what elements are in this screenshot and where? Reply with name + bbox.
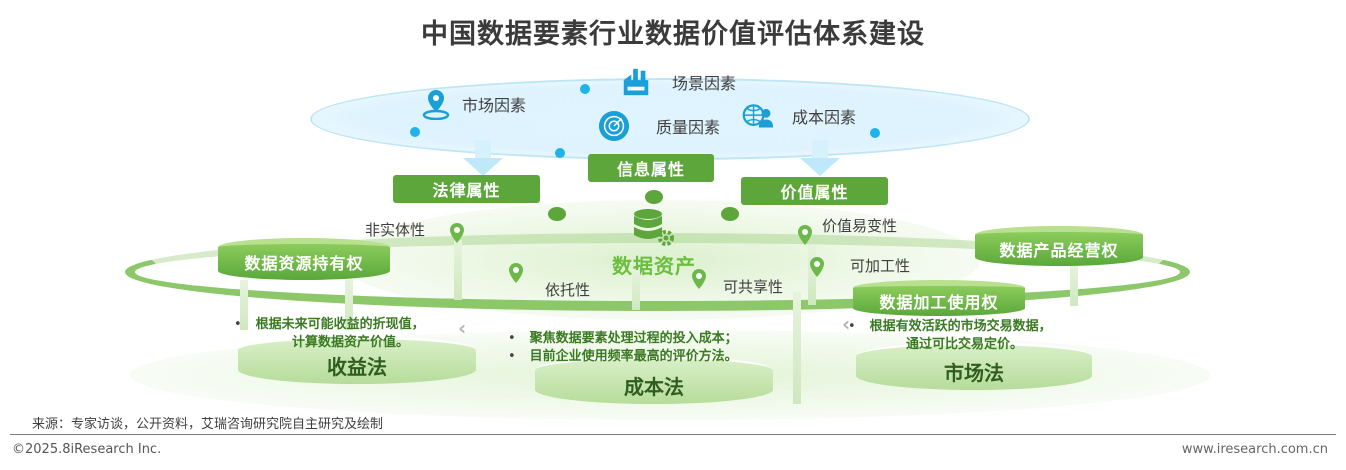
connector-dot bbox=[548, 207, 566, 221]
map-pin-icon bbox=[448, 222, 466, 244]
pillar bbox=[240, 280, 248, 330]
method-label: 成本法 bbox=[624, 375, 684, 399]
globe-person-icon bbox=[742, 100, 774, 132]
copyright: ©2025.8iResearch Inc. bbox=[12, 442, 162, 457]
database-gear-icon bbox=[632, 208, 676, 252]
location-pin-icon bbox=[420, 88, 452, 120]
method-income-desc: •根据未来可能收益的折现值， 计算数据资产价值。 bbox=[234, 317, 425, 350]
pillar bbox=[808, 245, 816, 305]
attribute-information: 信息属性 bbox=[588, 154, 714, 182]
factor-market: 市场因素 bbox=[420, 88, 526, 120]
pillar bbox=[793, 292, 801, 404]
property-label: 价值易变性 bbox=[822, 217, 898, 235]
property-label: 非实体性 bbox=[365, 221, 426, 239]
map-pin-icon bbox=[507, 262, 525, 284]
pillar bbox=[345, 280, 353, 330]
factory-icon bbox=[620, 66, 652, 98]
ring-dot bbox=[580, 84, 590, 94]
method-income: 收益法 bbox=[238, 336, 476, 384]
chevron-left-icon: ‹ bbox=[458, 316, 467, 340]
source-note: 来源：专家访谈，公开资料，艾瑞咨询研究院自主研究及绘制 bbox=[32, 417, 384, 432]
method-market: 市场法 bbox=[856, 342, 1092, 390]
method-label: 收益法 bbox=[327, 355, 387, 379]
factor-cost: 成本因素 bbox=[742, 100, 856, 132]
ring-dot bbox=[410, 127, 420, 137]
arrow-down-icon bbox=[463, 140, 503, 176]
attribute-legal: 法律属性 bbox=[393, 175, 540, 203]
arrow-down-icon bbox=[800, 140, 840, 176]
right-product-operation: 数据产品经营权 bbox=[975, 226, 1143, 266]
ring-dot bbox=[555, 148, 565, 158]
map-pin-icon bbox=[690, 268, 708, 290]
map-pin-icon bbox=[808, 256, 826, 278]
factor-scene: 场景因素 bbox=[620, 66, 736, 98]
connector-dot bbox=[721, 207, 739, 221]
property-label: 可共享性 bbox=[723, 278, 784, 296]
method-cost: 成本法 bbox=[535, 356, 773, 404]
factor-quality: 质量因素 bbox=[598, 110, 720, 142]
property-label: 可加工性 bbox=[850, 257, 911, 275]
pillar bbox=[632, 270, 640, 310]
footer-divider bbox=[10, 434, 1336, 435]
property-ring bbox=[125, 233, 1190, 311]
property-label: 依托性 bbox=[545, 281, 591, 299]
core-label: 数据资产 bbox=[612, 254, 696, 278]
right-resource-holding: 数据资源持有权 bbox=[218, 238, 390, 280]
right-processing-use: 数据加工使用权 bbox=[853, 280, 1025, 316]
pillar bbox=[454, 240, 462, 300]
page-title: 中国数据要素行业数据价值评估体系建设 bbox=[421, 19, 925, 50]
method-label: 市场法 bbox=[944, 361, 1004, 385]
ring-dot bbox=[870, 128, 880, 138]
method-market-desc: •根据有效活跃的市场交易数据， 通过可比交易定价。 bbox=[848, 319, 1052, 352]
map-pin-icon bbox=[796, 224, 814, 246]
connector-dot bbox=[645, 190, 663, 204]
chevron-left-icon: ‹ bbox=[842, 312, 851, 336]
radar-icon bbox=[598, 110, 630, 142]
method-cost-desc: •聚焦数据要素处理过程的投入成本； •目前企业使用频率最高的评价方法。 bbox=[508, 331, 738, 364]
website-link[interactable]: www.iresearch.com.cn bbox=[1181, 442, 1328, 457]
attribute-value: 价值属性 bbox=[741, 177, 888, 205]
pillar bbox=[1070, 266, 1078, 306]
